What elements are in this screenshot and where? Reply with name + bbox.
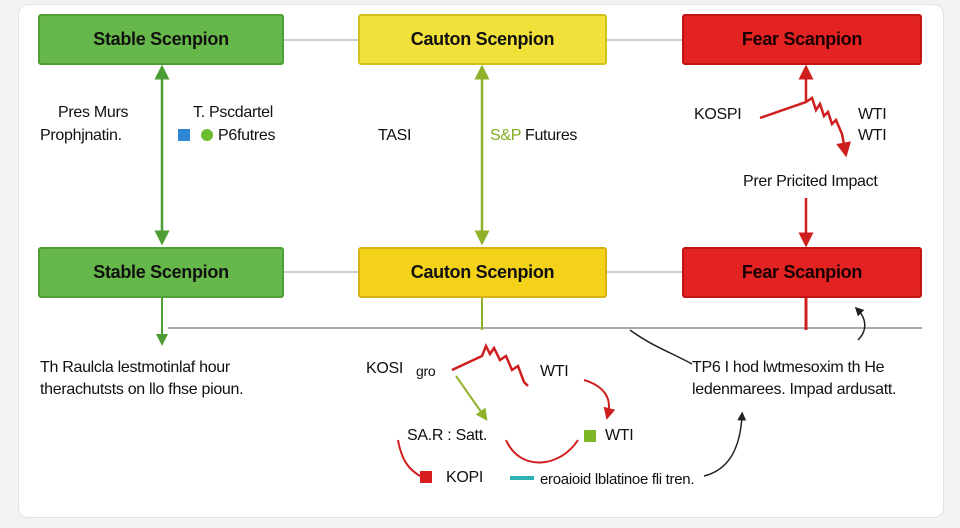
kospi-label: KOSPI [694, 106, 742, 123]
stable-scenario-mid-box: Stable Scenpion [38, 247, 284, 298]
gro-label: gro [416, 363, 436, 379]
sar-to-kopi-curve [397, 439, 421, 477]
caution-scenario-mid-box: Cauton Scenpion [358, 247, 607, 298]
fear-scenario-top-box: Fear Scanpion [682, 14, 922, 65]
wti-lower-label-b: WTI [605, 427, 634, 444]
fear-scenario-mid-box: Fear Scanpion [682, 247, 922, 298]
wti-lower-label-a: WTI [540, 363, 569, 380]
green-dot-icon [201, 129, 213, 141]
stable-lower-label-1: Th Raulcla lestmotinlaf hour [40, 359, 230, 376]
stable-right-label-2: P6futres [218, 127, 276, 144]
sar-label: SA.R : Satt. [407, 427, 487, 444]
stable-right-label-1: T. Pscdartel [193, 104, 273, 121]
sap-label-prefix: S&P [490, 127, 521, 144]
red-square-icon [420, 471, 432, 483]
green-square-icon [584, 430, 596, 442]
sar-to-wti-curve [505, 439, 579, 464]
fear-annotation-curve-right [854, 306, 866, 341]
sap-futures-label: S&P Futures [490, 125, 577, 147]
tasi-label: TASI [378, 127, 412, 144]
kopi-label: KOPI [446, 469, 484, 486]
sap-label-suffix: Futures [520, 127, 578, 144]
fear-lower-label-2: ledenmarees. Impad ardusatt. [692, 381, 897, 398]
blue-square-icon [178, 129, 190, 141]
eroded-label: eroaioid lblatinoe fli tren. [540, 471, 695, 488]
kosi-to-sar-arrow [455, 375, 488, 421]
kosi-label: KOSI [366, 360, 404, 377]
caution-scenario-top-box: Cauton Scenpion [358, 14, 607, 65]
wti-label-2: WTI [858, 127, 887, 144]
fear-lower-label-1: TP6 I hod lwtmesoxim th He [692, 359, 885, 376]
wti-to-wti-arrow [583, 379, 616, 420]
kospi-price-drop-line [759, 96, 851, 158]
fear-annotation-curve-top [629, 329, 693, 365]
price-impact-label: Prer Pricited Impact [743, 173, 878, 190]
fear-annotation-curve-bottom [703, 411, 747, 477]
wti-label-1: WTI [858, 106, 887, 123]
stable-left-label-2: Prophjnatin. [40, 127, 122, 144]
kosi-price-drop-line [451, 342, 529, 387]
stable-scenario-top-box: Stable Scenpion [38, 14, 284, 65]
stable-left-label-1: Pres Murs [58, 104, 129, 121]
stable-lower-label-2: therachutsts on llo fhse pioun. [40, 381, 244, 398]
